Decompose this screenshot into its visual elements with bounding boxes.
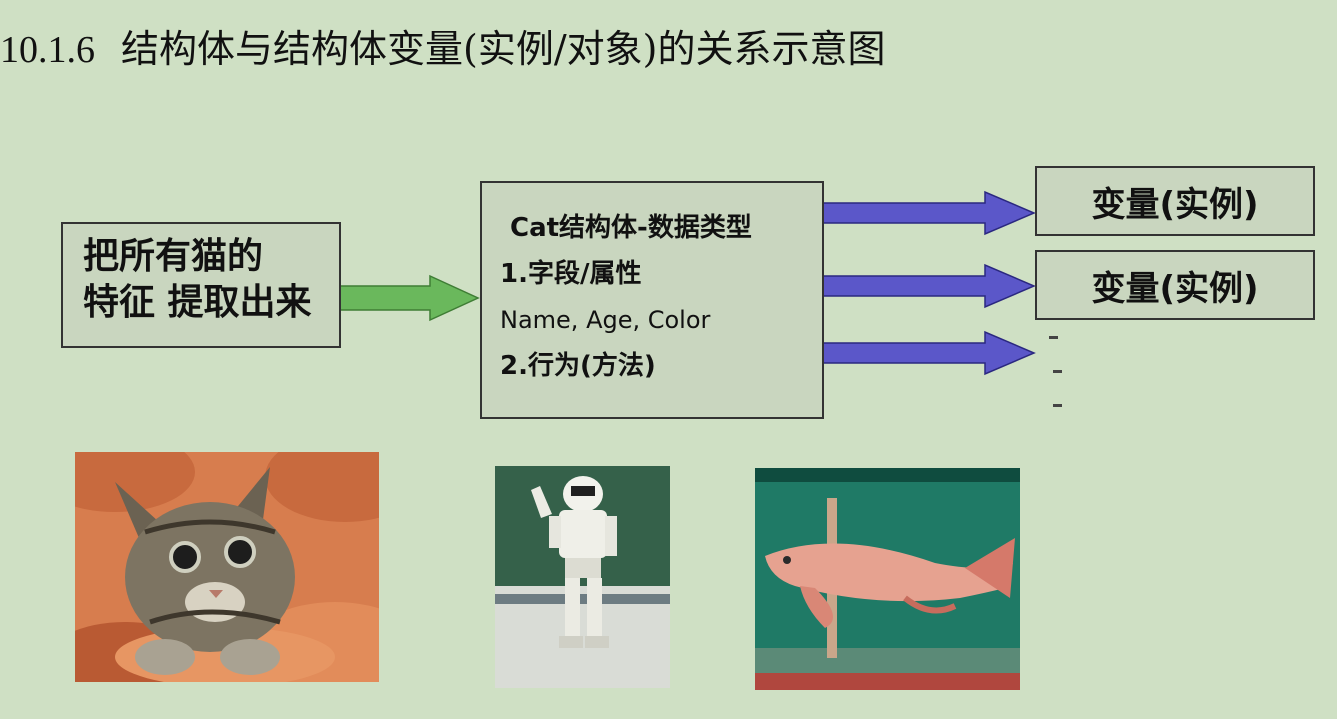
robot-photo — [495, 466, 670, 688]
struct-fields-label: 1.字段/属性 — [500, 259, 642, 289]
ellipsis-dot-1 — [1049, 336, 1058, 339]
section-number: 10.1.6 — [0, 29, 95, 71]
struct-fields: Name, Age, Color — [500, 306, 711, 334]
ellipsis-dot-3 — [1053, 404, 1062, 407]
kitten-photo — [75, 452, 379, 682]
source-line-1: 把所有猫的 — [83, 236, 264, 277]
page-title: 10.1.6 结构体与结构体变量(实例/对象)的关系示意图 — [0, 18, 885, 73]
blue-arrow-3 — [821, 330, 1036, 376]
instance-box-2: 变量(实例) — [1035, 250, 1315, 320]
instance-box-1: 变量(实例) — [1035, 166, 1315, 236]
blue-arrow-1 — [821, 190, 1036, 236]
green-arrow — [339, 274, 480, 322]
ellipsis-dot-2 — [1053, 370, 1062, 373]
arowana-fish-photo — [755, 468, 1020, 690]
struct-methods-label: 2.行为(方法) — [500, 351, 656, 381]
struct-heading: Cat结构体-数据类型 — [510, 213, 752, 243]
source-line-2: 特征 提取出来 — [83, 282, 312, 323]
feature-extraction-box: 把所有猫的 特征 提取出来 — [61, 222, 341, 348]
title-text: 结构体与结构体变量(实例/对象)的关系示意图 — [121, 27, 886, 71]
cat-struct-box: Cat结构体-数据类型 1.字段/属性 Name, Age, Color 2.行… — [480, 181, 824, 419]
blue-arrow-2 — [821, 263, 1036, 309]
